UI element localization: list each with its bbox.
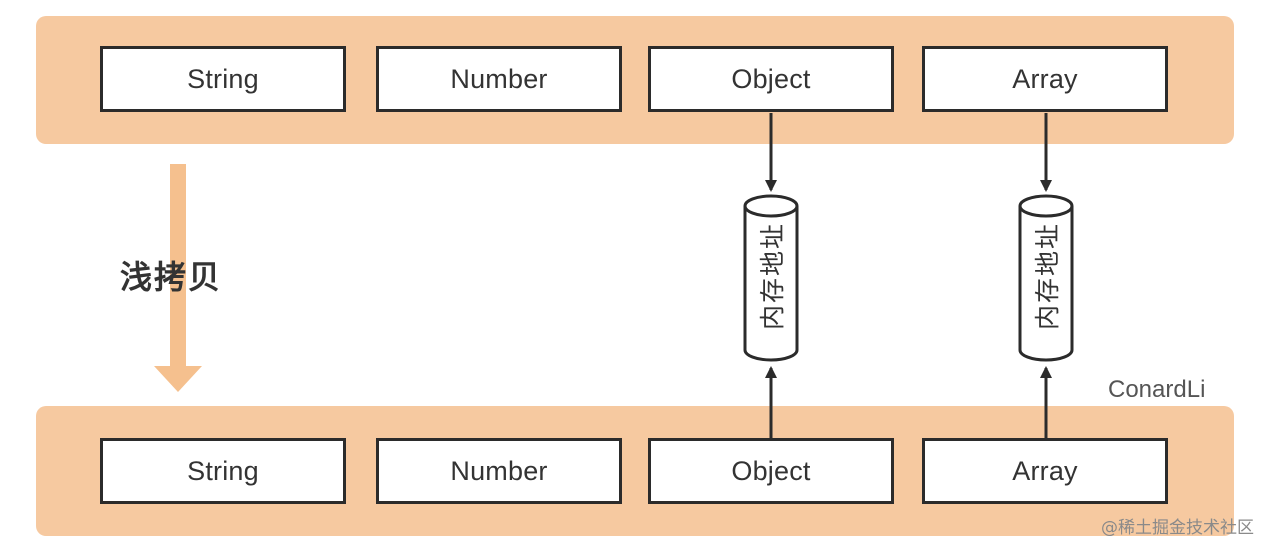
- bottom-array-box: Array: [922, 438, 1168, 504]
- object-memory-label: 内存地址: [751, 216, 791, 336]
- bottom-object-box: Object: [648, 438, 894, 504]
- array-memory-cylinder: [1018, 194, 1074, 362]
- array-memory-label: 内存地址: [1026, 216, 1066, 336]
- top-object-box: Object: [648, 46, 894, 112]
- object-memory-cylinder: [743, 194, 799, 362]
- author-credit: ConardLi: [1108, 376, 1206, 403]
- top-array-box: Array: [922, 46, 1168, 112]
- bottom-number-box: Number: [376, 438, 622, 504]
- shallow-copy-arrow: [154, 164, 202, 392]
- top-number-box: Number: [376, 46, 622, 112]
- array-memory-label-text: 内存地址: [1033, 222, 1062, 331]
- top-string-box: String: [100, 46, 346, 112]
- bottom-string-box: String: [100, 438, 346, 504]
- shallow-copy-label: 浅拷贝: [120, 258, 223, 296]
- source-watermark: @稀土掘金技术社区: [1101, 518, 1254, 538]
- object-memory-label-text: 内存地址: [758, 222, 787, 331]
